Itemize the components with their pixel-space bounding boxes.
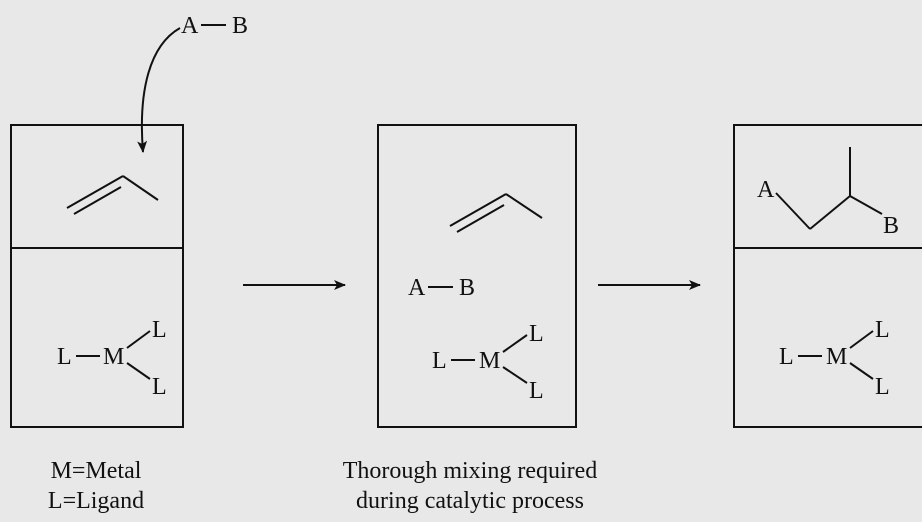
metal-complex: L M L L bbox=[57, 317, 167, 400]
ligand-atom: L bbox=[57, 344, 72, 370]
product-atom-a: A bbox=[757, 177, 775, 203]
metal-complex: L M L L bbox=[779, 317, 890, 400]
ligand-atom: L bbox=[152, 374, 167, 400]
ligand-atom: L bbox=[779, 344, 794, 370]
vessel-1: L M L L bbox=[10, 124, 184, 428]
vessel-1-outline bbox=[10, 124, 184, 428]
propene-molecule bbox=[66, 175, 159, 215]
metal-complex: L M L L bbox=[432, 321, 544, 404]
ligand-atom: L bbox=[529, 321, 544, 347]
reagent-atom-b: B bbox=[232, 13, 248, 39]
product-atom-b: B bbox=[883, 213, 899, 239]
legend-metal: M=Metal bbox=[50, 458, 142, 484]
metal-atom: M bbox=[103, 344, 124, 370]
propene-molecule bbox=[449, 193, 543, 233]
mixing-line-2: during catalytic process bbox=[356, 488, 584, 514]
ligand-atom: L bbox=[152, 317, 167, 343]
reagent-atom-a: A bbox=[181, 13, 199, 39]
metal-atom: M bbox=[479, 348, 500, 374]
reagent-atom-b: B bbox=[459, 275, 475, 301]
mixing-caption: Thorough mixing required during catalyti… bbox=[300, 456, 640, 516]
ligand-atom: L bbox=[875, 317, 890, 343]
vessel-3-outline bbox=[733, 124, 922, 428]
reagent-atom-a: A bbox=[408, 275, 426, 301]
legend-caption: M=Metal L=Ligand bbox=[20, 456, 172, 516]
vessel-2-outline bbox=[377, 124, 577, 428]
product-molecule: A B bbox=[757, 147, 899, 239]
reagent-ab: A B bbox=[181, 13, 248, 39]
curved-arrow-icon bbox=[137, 27, 181, 153]
legend-ligand: L=Ligand bbox=[47, 488, 145, 514]
vessel-2: A B L M L L bbox=[377, 124, 577, 428]
vessel-3: A B L M L L bbox=[733, 124, 922, 428]
mixing-line-1: Thorough mixing required bbox=[342, 458, 598, 484]
ligand-atom: L bbox=[529, 378, 544, 404]
ligand-atom: L bbox=[875, 374, 890, 400]
ligand-atom: L bbox=[432, 348, 447, 374]
dissolved-reagent-ab: A B bbox=[408, 275, 475, 301]
metal-atom: M bbox=[826, 344, 847, 370]
